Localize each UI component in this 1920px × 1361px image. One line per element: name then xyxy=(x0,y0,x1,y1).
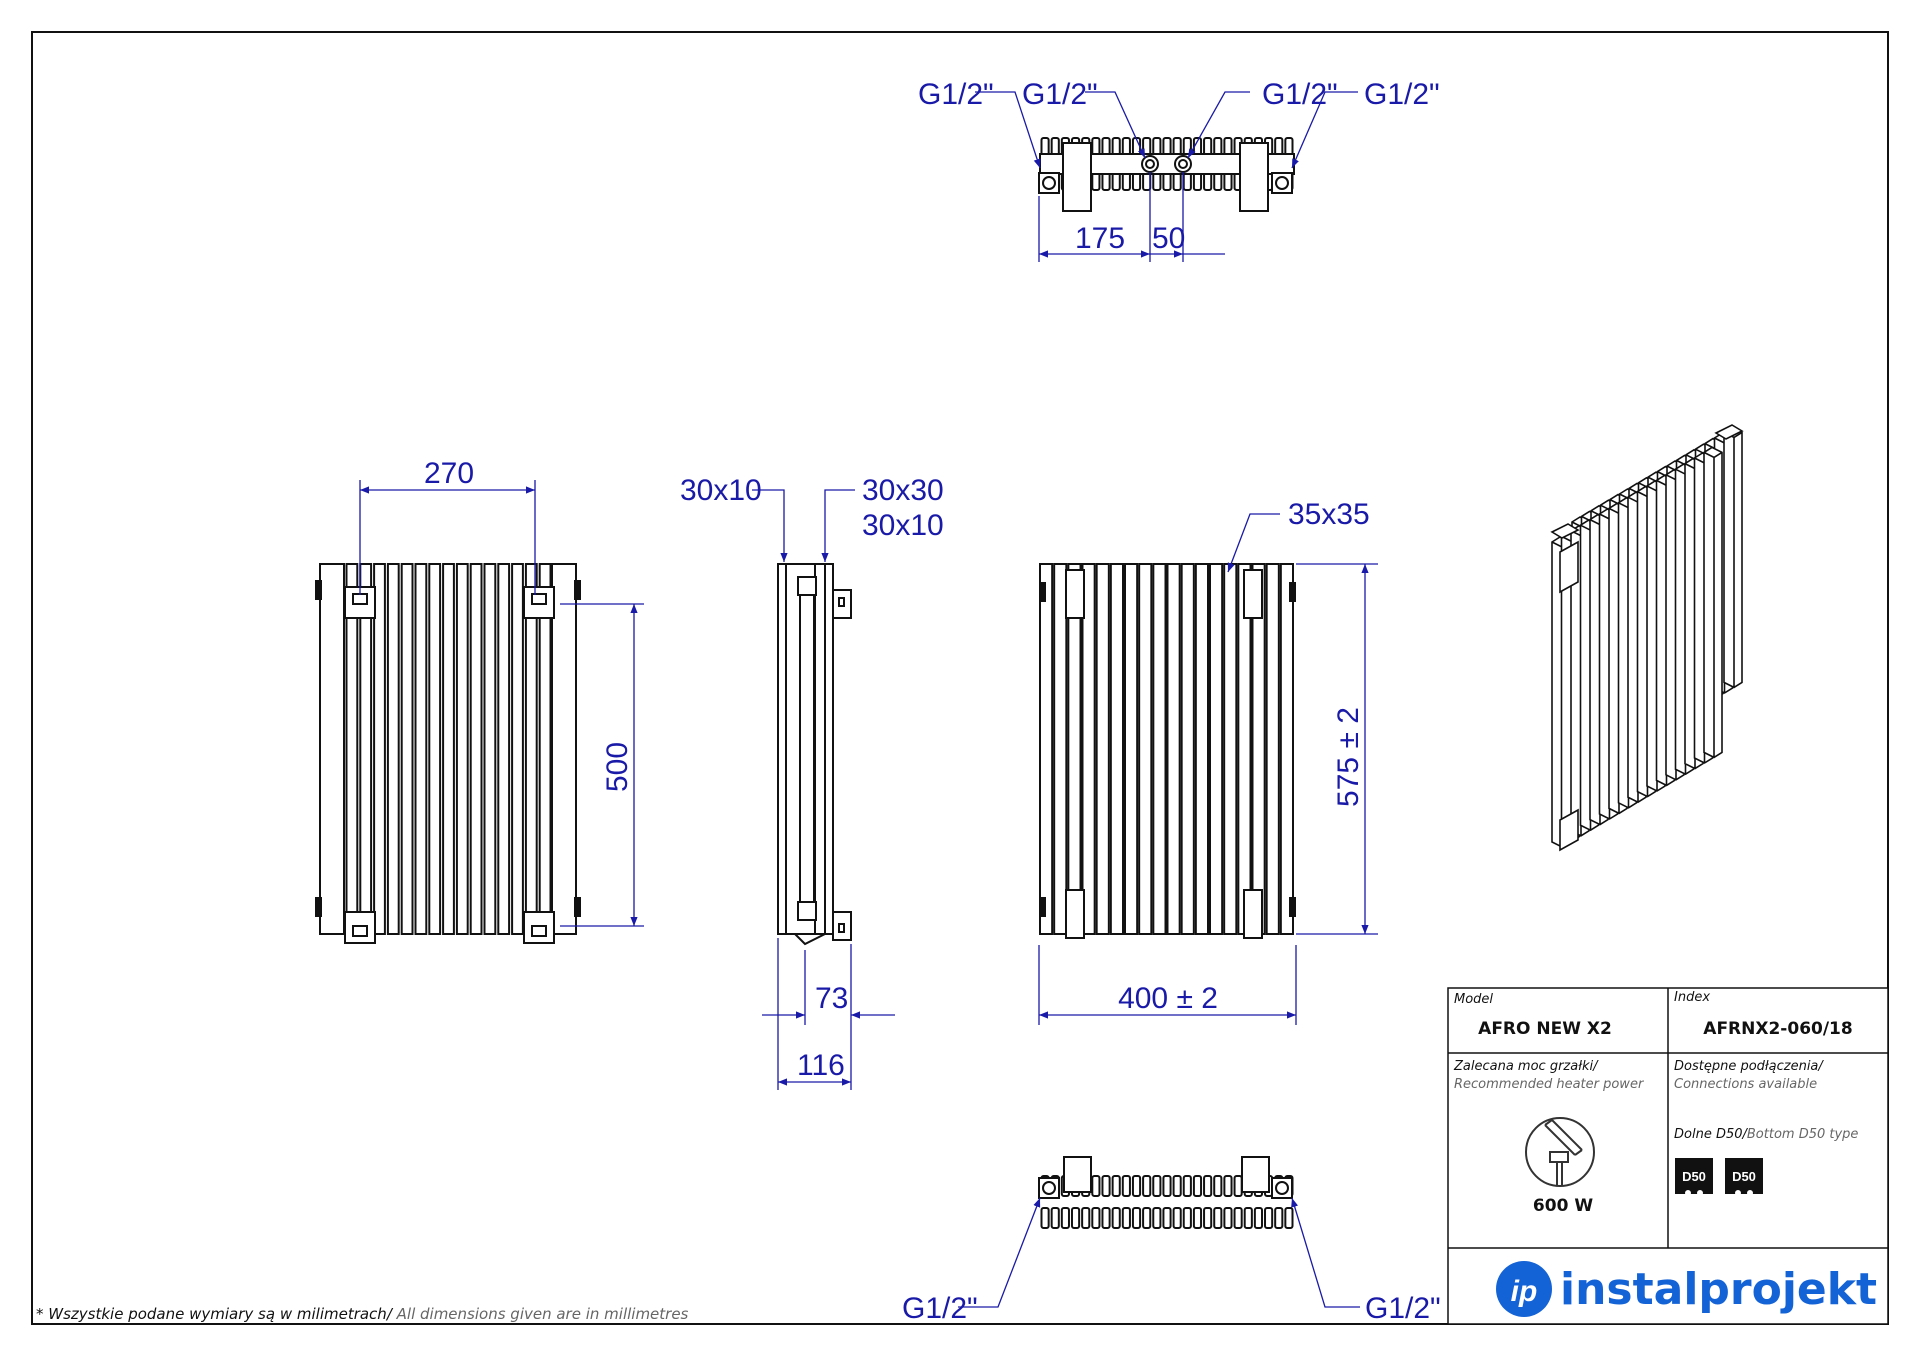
side-profile-right-1: 30x30 xyxy=(862,474,944,507)
bottom-view xyxy=(1038,1156,1294,1229)
conn-label-pl: Dostępne podłączenia/ xyxy=(1674,1059,1824,1074)
top-dim-50: 50 xyxy=(1152,222,1185,255)
front-dim-500: 500 xyxy=(601,742,634,792)
conn-type-line: Dolne D50/Bottom D50 type xyxy=(1674,1127,1858,1142)
d50-badge-1-label: D50 xyxy=(1682,1169,1706,1184)
power-label-pl: Zalecana moc grzałki/ xyxy=(1453,1059,1599,1074)
front-dim-270: 270 xyxy=(424,457,474,490)
power-label-en: Recommended heater power xyxy=(1454,1077,1645,1092)
rear-dim-575: 575 ± 2 xyxy=(1332,707,1365,807)
side-dim-116: 116 xyxy=(797,1049,845,1082)
brand-name: instalprojekt xyxy=(1560,1264,1877,1315)
isometric-view xyxy=(1550,424,1744,852)
power-value: 600 W xyxy=(1533,1196,1593,1216)
conn-type-en: Bottom D50 type xyxy=(1747,1127,1859,1142)
conn-label-en: Connections available xyxy=(1674,1077,1817,1092)
bottom-conn-label-2: G1/2" xyxy=(1365,1292,1441,1325)
footer-note-en: All dimensions given are in millimetres xyxy=(392,1305,689,1323)
d50-badge-2 xyxy=(1725,1158,1763,1196)
d50-badge-2-label: D50 xyxy=(1732,1169,1756,1184)
footer-note: * Wszystkie podane wymiary są w milimetr… xyxy=(36,1305,689,1323)
d50-badge-1 xyxy=(1675,1158,1713,1196)
front-view xyxy=(315,563,581,944)
side-profile-right-2: 30x10 xyxy=(862,509,944,542)
model-value: AFRO NEW X2 xyxy=(1478,1019,1612,1039)
top-conn-label-1: G1/2" xyxy=(918,78,994,111)
side-view xyxy=(777,563,852,946)
top-view xyxy=(1038,137,1295,212)
conn-type-pl: Dolne D50/ xyxy=(1674,1127,1748,1142)
top-conn-label-2: G1/2" xyxy=(1022,78,1098,111)
front-view-dimensions xyxy=(359,480,644,927)
brand-logo-icon xyxy=(1496,1261,1552,1317)
top-dim-175: 175 xyxy=(1075,222,1125,255)
heater-icon xyxy=(1525,1117,1595,1187)
footer-note-pl: * Wszystkie podane wymiary są w milimetr… xyxy=(36,1305,394,1323)
side-dim-73: 73 xyxy=(815,982,848,1015)
top-conn-label-4: G1/2" xyxy=(1364,78,1440,111)
rear-view xyxy=(1039,563,1296,939)
top-view-dimensions xyxy=(975,91,1358,262)
model-label: Model xyxy=(1454,992,1493,1007)
index-label: Index xyxy=(1674,990,1710,1005)
bottom-conn-label-1: G1/2" xyxy=(902,1292,978,1325)
top-conn-label-3: G1/2" xyxy=(1262,78,1338,111)
side-view-dimensions xyxy=(752,489,895,1090)
side-profile-left: 30x10 xyxy=(680,474,762,507)
rear-view-dimensions xyxy=(1038,513,1378,1025)
sheet-frame xyxy=(31,31,1889,1325)
rear-tube-label: 35x35 xyxy=(1288,498,1370,531)
bottom-view-dimensions xyxy=(958,1197,1360,1308)
index-value: AFRNX2-060/18 xyxy=(1703,1019,1852,1039)
brand-logo-mark: ip xyxy=(1511,1275,1538,1308)
rear-dim-400: 400 ± 2 xyxy=(1118,982,1218,1015)
